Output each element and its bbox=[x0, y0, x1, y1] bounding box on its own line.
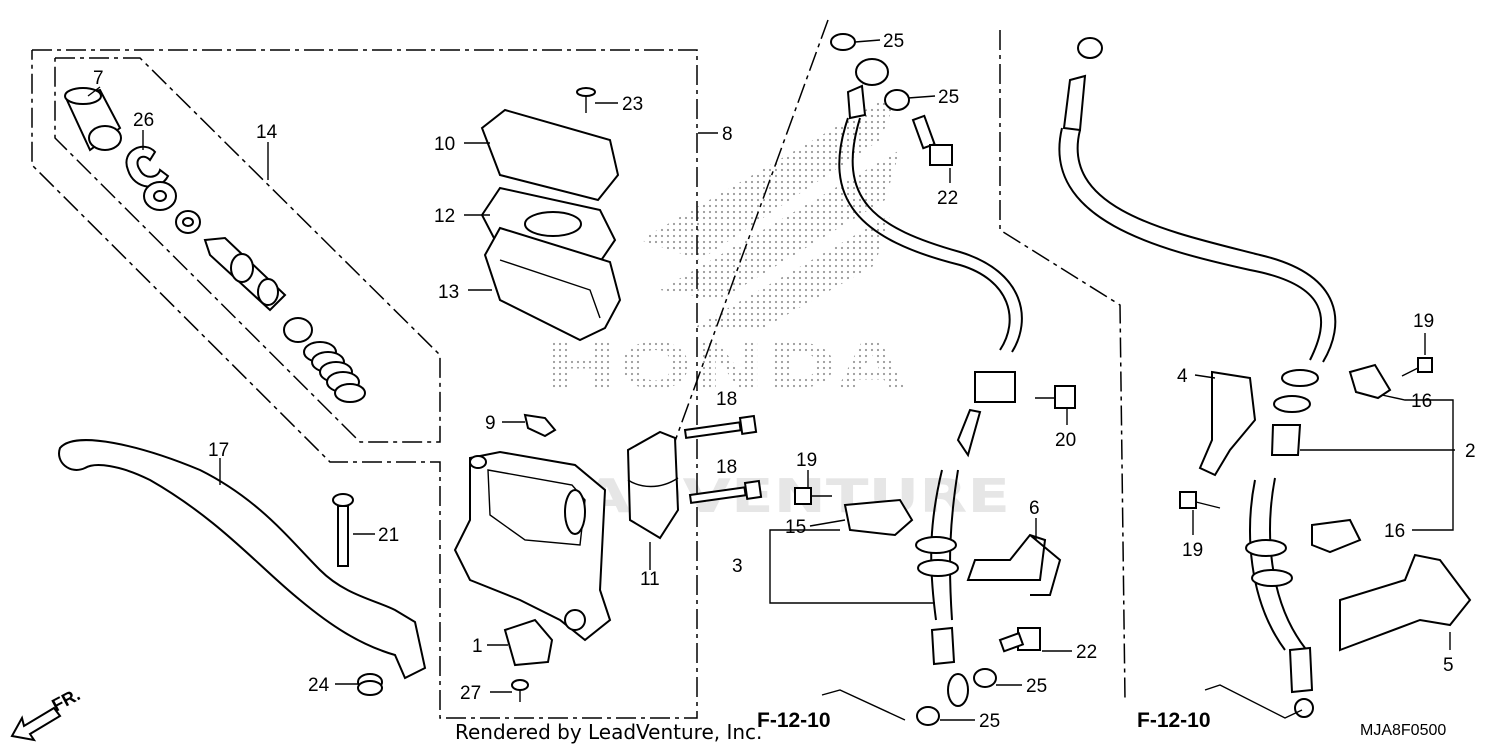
part-1-stop-switch bbox=[503, 618, 554, 667]
callout-22-lower: 22 bbox=[1076, 642, 1097, 663]
callout-9: 9 bbox=[485, 413, 496, 434]
part-4-bracket bbox=[1198, 370, 1257, 477]
part-16-clamp-lower bbox=[1311, 518, 1362, 554]
callout-16-lower: 16 bbox=[1384, 521, 1405, 542]
part-13-diaphragm bbox=[483, 226, 622, 342]
callout-7: 7 bbox=[93, 68, 104, 89]
part-24-nut bbox=[357, 673, 383, 696]
callout-25-c: 25 bbox=[1026, 676, 1047, 697]
callout-19-right-upper: 19 bbox=[1413, 311, 1434, 332]
part-18-bolt-upper bbox=[683, 414, 758, 440]
callout-18-lower: 18 bbox=[716, 457, 737, 478]
callout-10: 10 bbox=[434, 134, 455, 155]
part-19-bolt-right-upper bbox=[1401, 357, 1433, 377]
part-25-washer-top-1 bbox=[884, 89, 910, 111]
part-piston-seals bbox=[175, 210, 313, 343]
piston-kit-group-border bbox=[54, 57, 441, 443]
part-22-bolt-upper bbox=[911, 114, 953, 166]
callout-20: 20 bbox=[1055, 430, 1076, 451]
reference-link-left[interactable]: F-12-10 bbox=[757, 709, 831, 732]
callout-18-upper: 18 bbox=[716, 389, 737, 410]
callout-19-right-lower: 19 bbox=[1182, 540, 1203, 561]
part-6-bracket bbox=[966, 533, 1062, 596]
part-26-circlip bbox=[125, 145, 170, 188]
callout-25-a: 25 bbox=[883, 31, 904, 52]
callout-16-upper: 16 bbox=[1411, 391, 1432, 412]
divider-line-right bbox=[999, 30, 1126, 701]
callout-labels: 7 26 14 23 10 12 13 8 9 18 18 11 1 27 17… bbox=[93, 31, 1476, 732]
part-22-bolt-lower bbox=[998, 627, 1041, 653]
master-cylinder-body bbox=[453, 450, 612, 642]
part-19-bolt-right-lower bbox=[1179, 491, 1221, 509]
callout-14: 14 bbox=[256, 122, 278, 143]
callout-22-upper: 22 bbox=[937, 188, 958, 209]
callout-27: 27 bbox=[460, 683, 481, 704]
callout-4: 4 bbox=[1177, 366, 1188, 387]
callout-24: 24 bbox=[308, 675, 330, 696]
callout-3: 3 bbox=[732, 556, 743, 577]
part-17-brake-lever bbox=[58, 439, 427, 680]
part-16-clamp-upper bbox=[1348, 363, 1392, 400]
front-direction-arrow: FR. bbox=[10, 684, 83, 742]
part-9-clip bbox=[523, 413, 557, 438]
part-2-brake-hose-right bbox=[1058, 37, 1337, 718]
callout-12: 12 bbox=[434, 206, 455, 227]
honda-watermark-text: HONDA bbox=[545, 330, 905, 403]
callout-23: 23 bbox=[622, 94, 643, 115]
callout-19-left: 19 bbox=[796, 450, 817, 471]
part-3-brake-hose-left bbox=[830, 33, 1023, 707]
part-20-bolt bbox=[1035, 385, 1076, 409]
callout-25-b: 25 bbox=[938, 87, 959, 108]
callout-17: 17 bbox=[208, 440, 229, 461]
leader-lines bbox=[87, 39, 1455, 721]
callout-15: 15 bbox=[785, 517, 806, 538]
callout-1: 1 bbox=[472, 636, 483, 657]
callout-2: 2 bbox=[1465, 441, 1476, 462]
callout-26: 26 bbox=[133, 110, 154, 131]
part-27-screw bbox=[511, 679, 529, 702]
master-cylinder-group-border bbox=[31, 49, 698, 719]
callout-21: 21 bbox=[378, 525, 399, 546]
callout-25-d: 25 bbox=[979, 711, 1000, 732]
callout-6: 6 bbox=[1029, 498, 1040, 519]
callout-11: 11 bbox=[640, 569, 660, 590]
part-18-bolt-lower bbox=[688, 479, 763, 505]
part-spring bbox=[303, 341, 366, 403]
render-credit: Rendered by LeadVenture, Inc. bbox=[455, 720, 762, 744]
part-15-clamp bbox=[843, 498, 914, 537]
part-11-holder bbox=[626, 430, 680, 540]
divider-line-left bbox=[649, 19, 829, 511]
part-7-boot bbox=[64, 87, 122, 152]
part-25-washer-lower-1 bbox=[973, 668, 997, 688]
part-23-screw bbox=[576, 87, 596, 113]
callout-5: 5 bbox=[1443, 655, 1454, 676]
part-10-reservoir-cover bbox=[480, 108, 620, 202]
reference-link-right[interactable]: F-12-10 bbox=[1137, 709, 1211, 732]
callout-13: 13 bbox=[438, 282, 459, 303]
part-5-bracket bbox=[1339, 553, 1472, 652]
callout-8: 8 bbox=[722, 124, 733, 145]
part-21-pivot-bolt bbox=[332, 493, 354, 567]
part-19-bolt-left bbox=[794, 487, 832, 505]
diagram-code: MJA8F0500 bbox=[1360, 722, 1446, 739]
group-outlines bbox=[31, 19, 1126, 719]
part-25-washer-lower-2 bbox=[916, 706, 940, 726]
